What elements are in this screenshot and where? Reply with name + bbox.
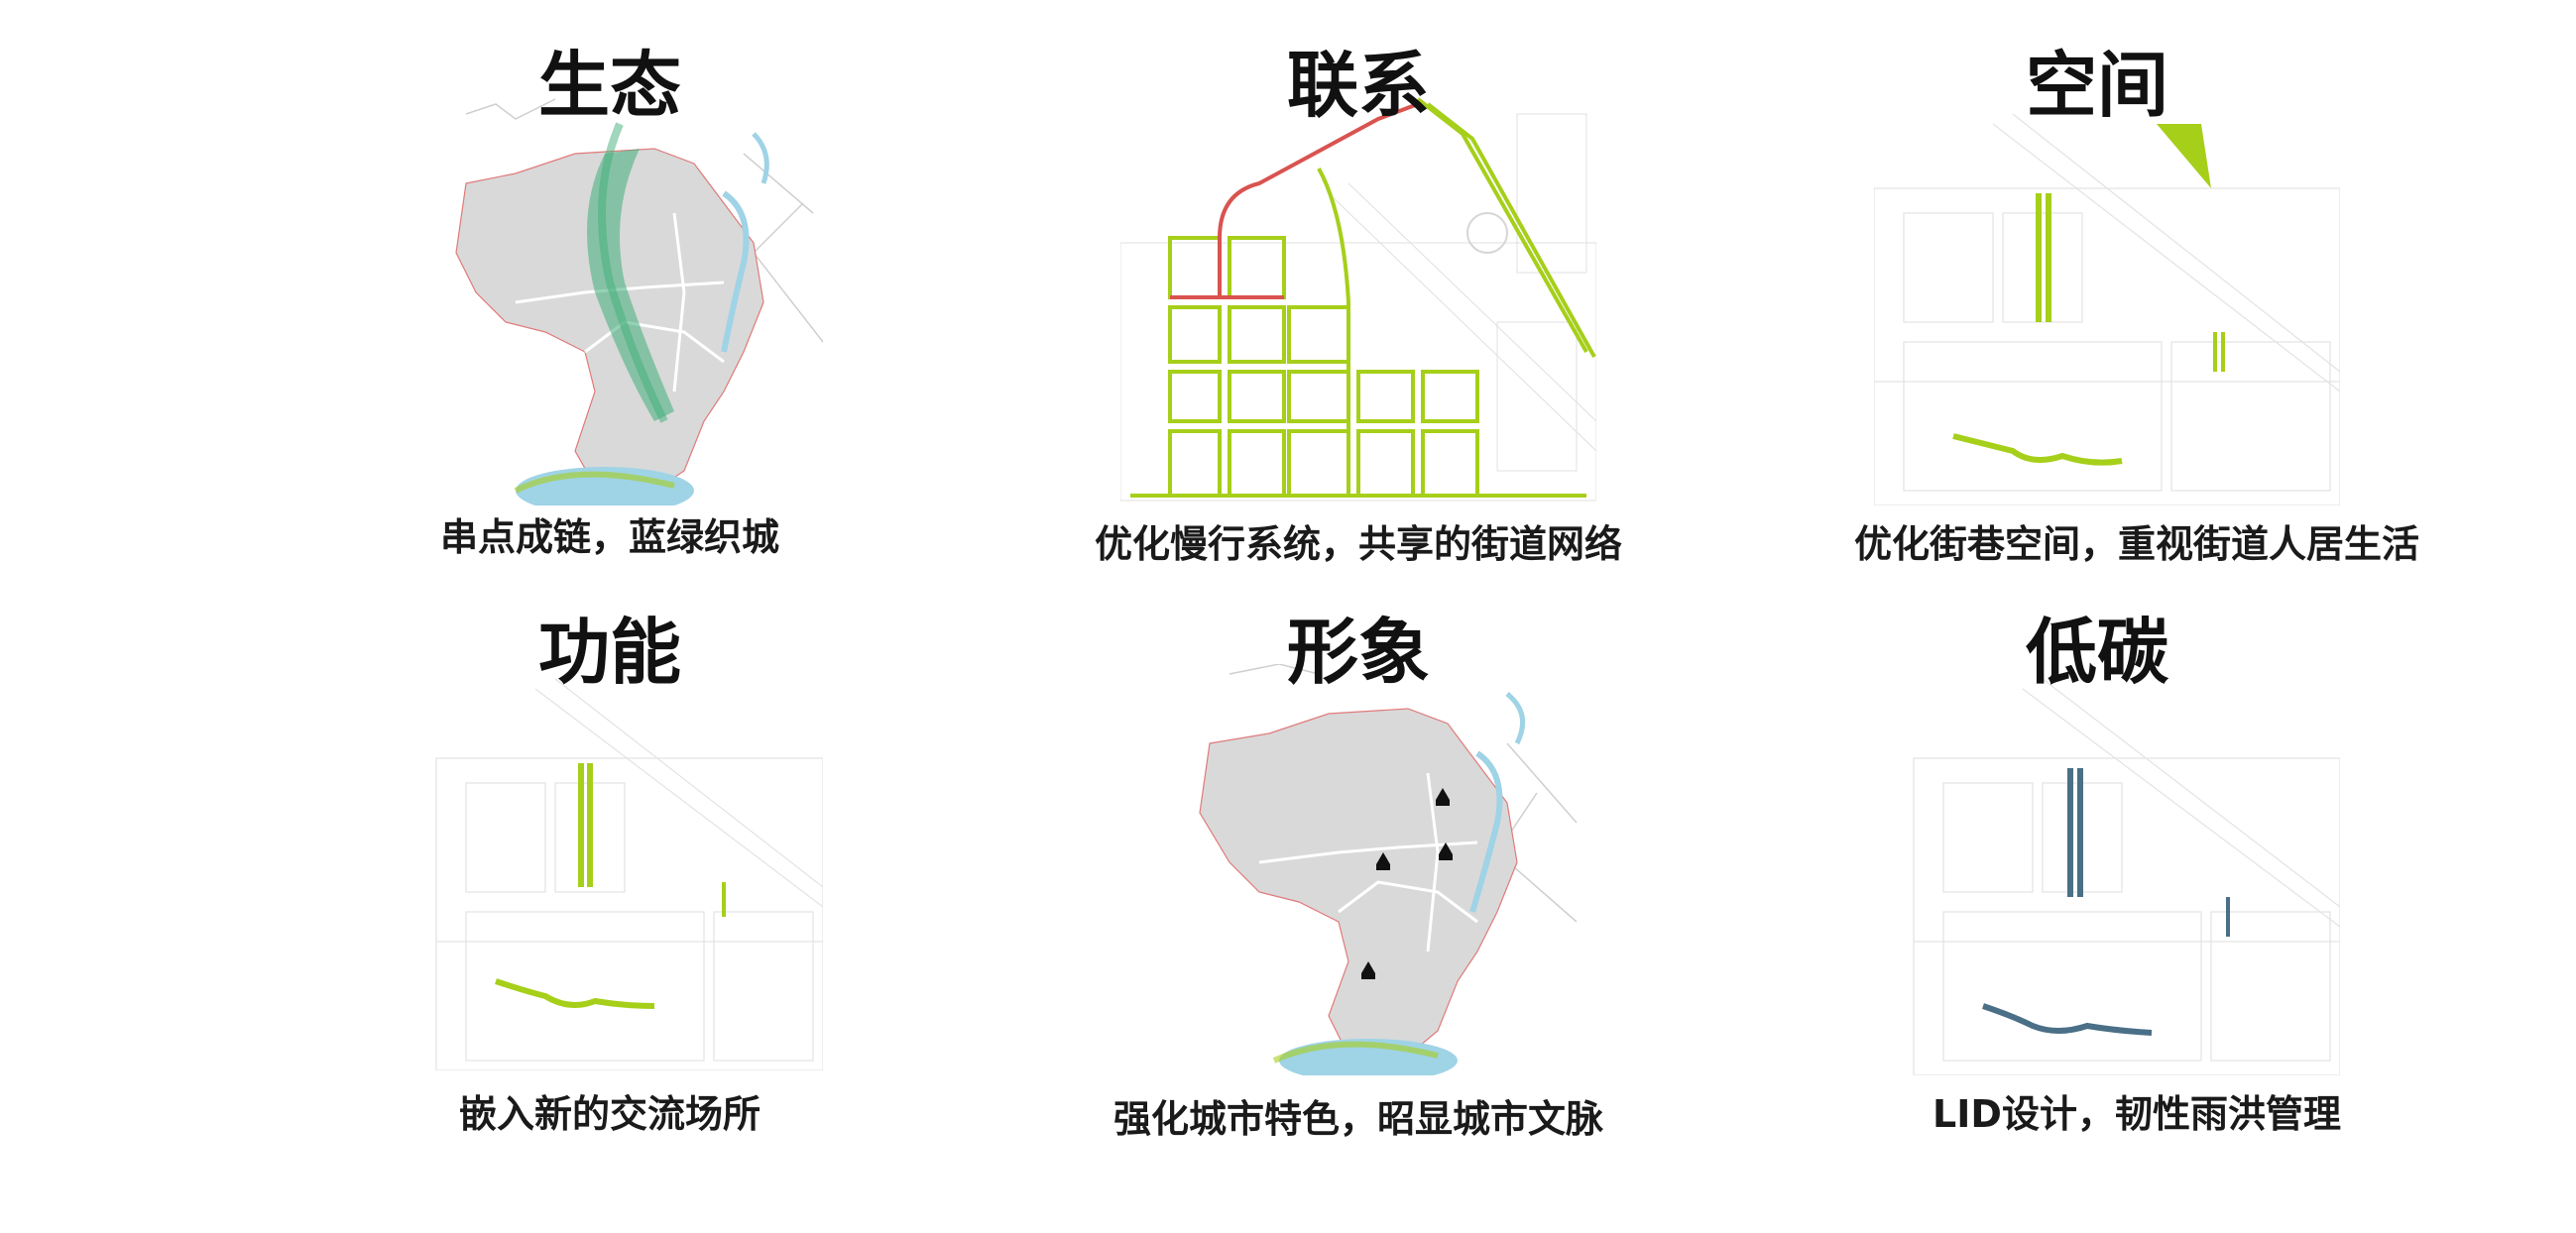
panel-caption-function: 嵌入新的交流场所 — [458, 1092, 761, 1136]
landmark-icon — [1376, 852, 1390, 870]
function-map — [397, 664, 823, 1070]
panel-title-space: 空间 — [2025, 44, 2168, 127]
panel-title-image: 形象 — [1286, 611, 1430, 694]
space-map — [1874, 94, 2340, 505]
panel-caption-connection: 优化慢行系统，共享的街道网络 — [1094, 522, 1622, 566]
panel-title-function: 功能 — [537, 611, 681, 694]
image-map — [1180, 664, 1596, 1075]
landmark-icon — [1436, 788, 1450, 806]
ecology-map — [426, 94, 823, 505]
panel-title-ecology: 生态 — [537, 44, 681, 127]
panel-title-low-carbon: 低碳 — [2025, 611, 2168, 694]
landmark-icon — [1439, 842, 1453, 860]
panel-caption-ecology: 串点成链，蓝绿织城 — [439, 515, 779, 559]
panel-title-connection: 联系 — [1286, 44, 1430, 127]
landmark-icon — [1361, 961, 1375, 979]
panel-caption-image: 强化城市特色，昭显城市文脉 — [1112, 1097, 1603, 1141]
panel-caption-space: 优化街巷空间，重视街道人居生活 — [1853, 522, 2419, 566]
connection-map — [1120, 94, 1596, 505]
panel-caption-low-carbon: LID设计，韧性雨洪管理 — [1932, 1092, 2341, 1136]
low-carbon-map — [1904, 664, 2340, 1075]
